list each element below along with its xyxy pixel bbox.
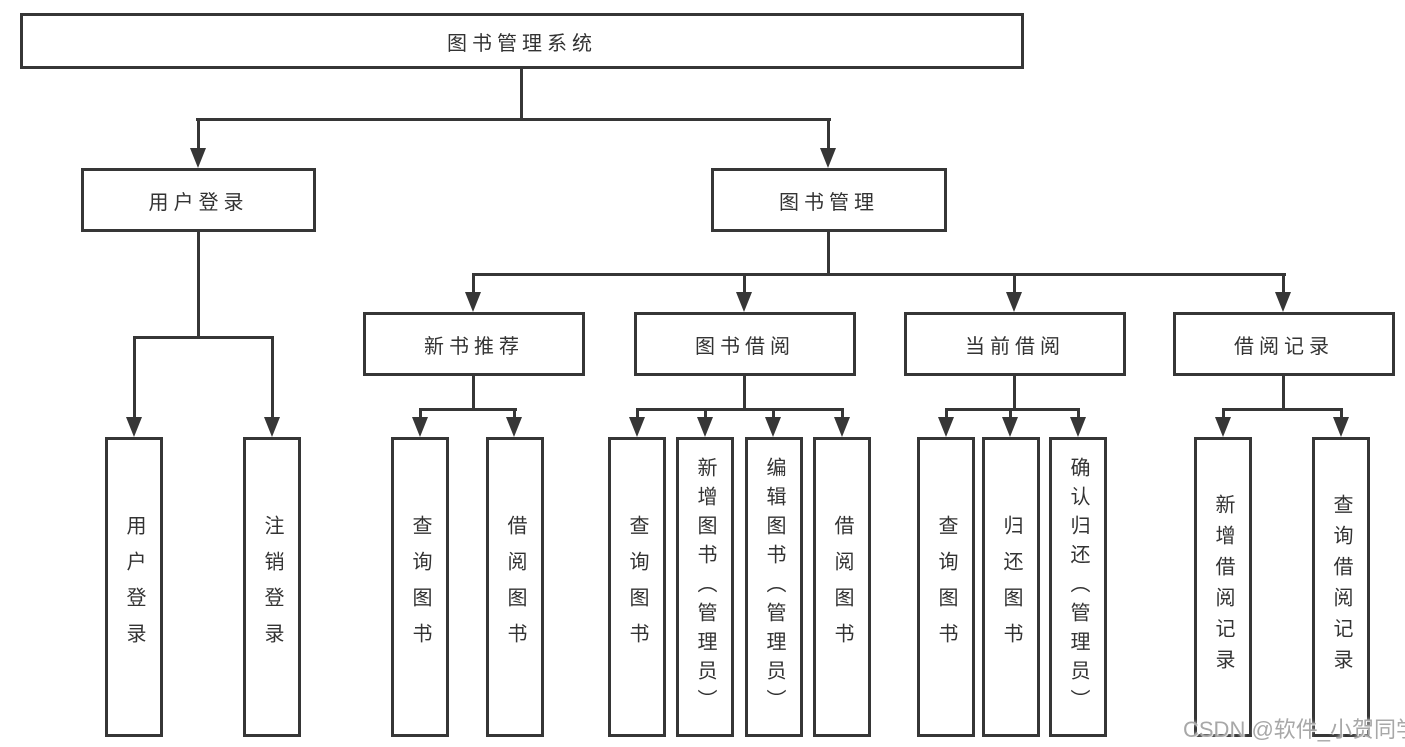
node-confirm-return-admin-leaf: 确认归还（管理员） bbox=[1049, 437, 1107, 737]
node-book-borrow: 图书借阅 bbox=[634, 312, 856, 376]
connector-stem bbox=[636, 408, 639, 417]
arrow-down-icon bbox=[264, 417, 280, 437]
connector-current-vertical bbox=[1013, 376, 1016, 411]
connector-newbook-horizontal bbox=[419, 408, 517, 411]
node-query-borrow-record-leaf: 查询借阅记录 bbox=[1312, 437, 1370, 737]
connector-stem-user-login bbox=[197, 118, 200, 148]
connector-login-vertical bbox=[197, 232, 200, 339]
node-add-borrow-record-leaf: 新增借阅记录 bbox=[1194, 437, 1252, 737]
connector-stem bbox=[1009, 408, 1012, 417]
arrow-down-icon bbox=[1070, 417, 1086, 437]
connector-mgmt-horizontal bbox=[472, 273, 1286, 276]
connector-stem-login-logout bbox=[271, 336, 274, 417]
node-edit-books-admin-leaf: 编辑图书（管理员） bbox=[745, 437, 803, 737]
arrow-down-icon bbox=[697, 417, 713, 437]
csdn-watermark: CSDN @软件_小贺同学 bbox=[1183, 717, 1405, 742]
arrow-down-icon bbox=[820, 148, 836, 168]
arrow-down-icon bbox=[1002, 417, 1018, 437]
node-query-books-leaf: 查询图书 bbox=[608, 437, 666, 737]
node-user-login: 用户登录 bbox=[81, 168, 316, 232]
node-add-books-admin-leaf: 新增图书（管理员） bbox=[676, 437, 734, 737]
arrow-down-icon bbox=[1333, 417, 1349, 437]
node-return-books-leaf: 归还图书 bbox=[982, 437, 1040, 737]
arrow-down-icon bbox=[938, 417, 954, 437]
node-new-book-recommend: 新书推荐 bbox=[363, 312, 585, 376]
connector-stem bbox=[704, 408, 707, 417]
connector-stem bbox=[1077, 408, 1080, 417]
node-query-books-leaf: 查询图书 bbox=[391, 437, 449, 737]
node-library-system: 图书管理系统 bbox=[20, 13, 1024, 69]
connector-borrow-horizontal bbox=[636, 408, 844, 411]
arrow-down-icon bbox=[834, 417, 850, 437]
node-user-login-leaf: 用户登录 bbox=[105, 437, 163, 737]
node-query-books-leaf: 查询图书 bbox=[917, 437, 975, 737]
connector-root-vertical bbox=[520, 68, 523, 121]
connector-stem bbox=[513, 408, 516, 417]
connector-stem bbox=[1340, 408, 1343, 417]
node-borrow-records: 借阅记录 bbox=[1173, 312, 1395, 376]
connector-mgmt-vertical bbox=[827, 232, 830, 276]
connector-stem-book-borrow bbox=[743, 273, 746, 292]
connector-stem bbox=[1222, 408, 1225, 417]
arrow-down-icon bbox=[1006, 292, 1022, 312]
connector-root-horizontal bbox=[196, 118, 831, 121]
arrow-down-icon bbox=[506, 417, 522, 437]
arrow-down-icon bbox=[190, 148, 206, 168]
arrow-down-icon bbox=[765, 417, 781, 437]
connector-stem-new-book bbox=[472, 273, 475, 292]
arrow-down-icon bbox=[736, 292, 752, 312]
connector-records-horizontal bbox=[1222, 408, 1343, 411]
connector-stem-book-mgmt bbox=[827, 118, 830, 148]
connector-borrow-vertical bbox=[743, 376, 746, 411]
connector-stem-login-user bbox=[133, 336, 136, 417]
arrow-down-icon bbox=[1215, 417, 1231, 437]
connector-records-vertical bbox=[1282, 376, 1285, 411]
node-book-management: 图书管理 bbox=[711, 168, 947, 232]
node-borrow-books-leaf: 借阅图书 bbox=[813, 437, 871, 737]
connector-login-horizontal bbox=[133, 336, 274, 339]
arrow-down-icon bbox=[465, 292, 481, 312]
arrow-down-icon bbox=[412, 417, 428, 437]
connector-current-horizontal bbox=[945, 408, 1080, 411]
connector-stem bbox=[841, 408, 844, 417]
arrow-down-icon bbox=[126, 417, 142, 437]
node-current-borrow: 当前借阅 bbox=[904, 312, 1126, 376]
arrow-down-icon bbox=[1275, 292, 1291, 312]
connector-stem bbox=[419, 408, 422, 417]
connector-stem bbox=[945, 408, 948, 417]
node-logout-leaf: 注销登录 bbox=[243, 437, 301, 737]
node-borrow-books-leaf: 借阅图书 bbox=[486, 437, 544, 737]
connector-stem bbox=[772, 408, 775, 417]
connector-newbook-vertical bbox=[472, 376, 475, 411]
arrow-down-icon bbox=[629, 417, 645, 437]
connector-stem-current-borrow bbox=[1013, 273, 1016, 292]
connector-stem-borrow-records bbox=[1282, 273, 1285, 292]
